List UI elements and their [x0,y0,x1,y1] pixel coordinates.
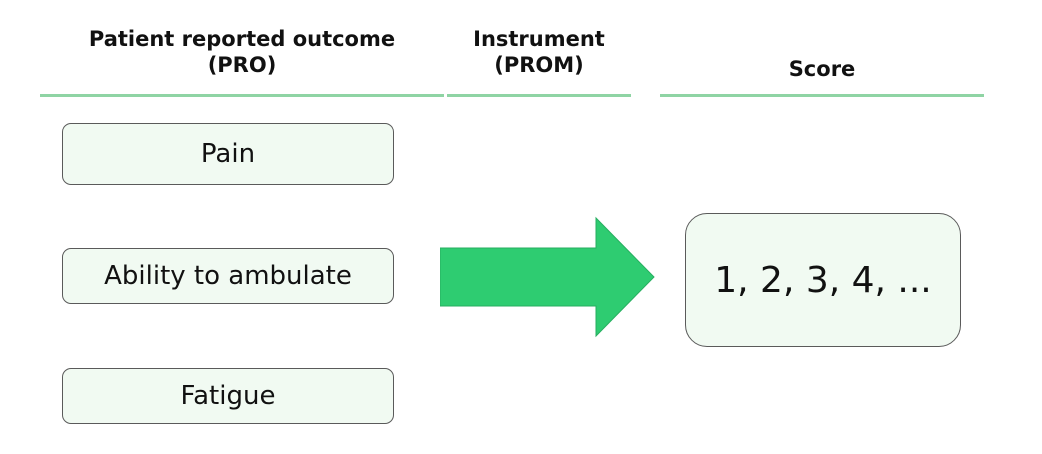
header-pro-rule [40,94,444,97]
outcome-box-fatigue: Fatigue [62,368,394,424]
arrow-shape [440,216,655,338]
outcome-label: Ability to ambulate [104,261,352,291]
outcome-label: Fatigue [180,381,276,411]
header-prom-rule [447,94,631,97]
header-prom: Instrument (PROM) [473,27,605,77]
score-value: 1, 2, 3, 4, ... [714,259,932,301]
outcome-box-ability-to-ambulate: Ability to ambulate [62,248,394,304]
header-pro: Patient reported outcome (PRO) [88,27,396,77]
header-score-rule [660,94,984,97]
score-box: 1, 2, 3, 4, ... [685,213,961,347]
outcome-box-pain: Pain [62,123,394,185]
outcome-label: Pain [200,139,256,169]
header-score: Score [788,57,856,81]
right-arrow-icon [440,216,655,338]
